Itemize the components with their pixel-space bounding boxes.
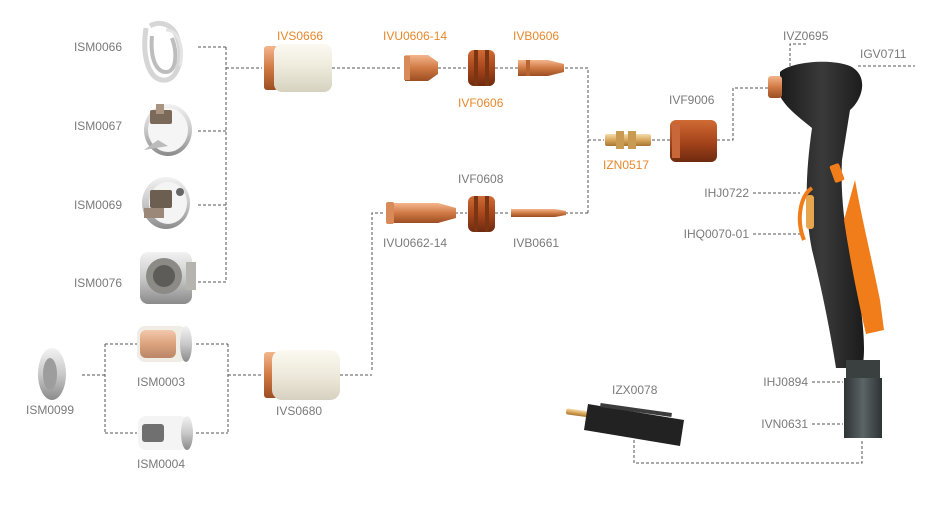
plasma-torch <box>768 61 884 438</box>
label-ivs0680: IVS0680 <box>276 404 323 418</box>
label-igv0711: IGV0711 <box>860 47 907 61</box>
label-ivu0662-14: IVU0662-14 <box>383 236 448 250</box>
connector-lines <box>82 43 915 464</box>
label-ism0099: ISM0099 <box>26 403 75 417</box>
diffuser-ivf0606 <box>468 50 495 86</box>
label-izx0078: IZX0078 <box>612 383 658 397</box>
connector-izx0078 <box>565 403 684 446</box>
label-ism0076: ISM0076 <box>73 276 122 290</box>
nozzle-ivu0662-14 <box>386 202 456 224</box>
label-ivf0608: IVF0608 <box>458 172 504 186</box>
electrode-ivb0661 <box>511 209 566 217</box>
cap-ism0003 <box>137 326 192 362</box>
label-ism0067: ISM0067 <box>73 119 122 133</box>
shield-ism0069 <box>142 177 190 229</box>
label-ivb0661: IVB0661 <box>513 236 560 250</box>
shield-ism0076 <box>140 252 196 304</box>
end-cap-ism0099 <box>38 348 66 400</box>
shield-ism0066 <box>142 20 183 83</box>
label-ivf9006: IVF9006 <box>669 93 715 107</box>
diffuser-ivf0608 <box>468 196 495 232</box>
label-ihq0070-01: IHQ0070-01 <box>683 227 749 241</box>
label-izn0517: IZN0517 <box>603 158 650 172</box>
adapter-izn0517 <box>605 131 651 149</box>
label-ihj0894: IHJ0894 <box>763 375 808 389</box>
swirl-ring-ivs0680 <box>264 350 340 400</box>
cap-ism0004 <box>138 416 193 450</box>
label-ism0069: ISM0069 <box>73 198 122 212</box>
retaining-cap-ivf9006 <box>670 120 717 162</box>
label-ivu0606-14: IVU0606-14 <box>383 29 448 43</box>
label-ihj0722: IHJ0722 <box>704 186 749 200</box>
label-ivf0606: IVF0606 <box>458 96 504 110</box>
label-ivb0606: IVB0606 <box>513 29 560 43</box>
label-ism0004: ISM0004 <box>137 457 186 471</box>
label-ism0003: ISM0003 <box>137 375 186 389</box>
electrode-ivb0606 <box>518 60 564 76</box>
label-ivs0666: IVS0666 <box>277 29 324 43</box>
shield-ism0067 <box>144 104 192 156</box>
label-ivn0631: IVN0631 <box>761 417 808 431</box>
swirl-ring-ivs0666 <box>264 44 332 92</box>
label-ism0066: ISM0066 <box>73 40 122 54</box>
nozzle-ivu0606-14 <box>404 55 438 81</box>
label-ivz0695: IVZ0695 <box>783 29 829 43</box>
